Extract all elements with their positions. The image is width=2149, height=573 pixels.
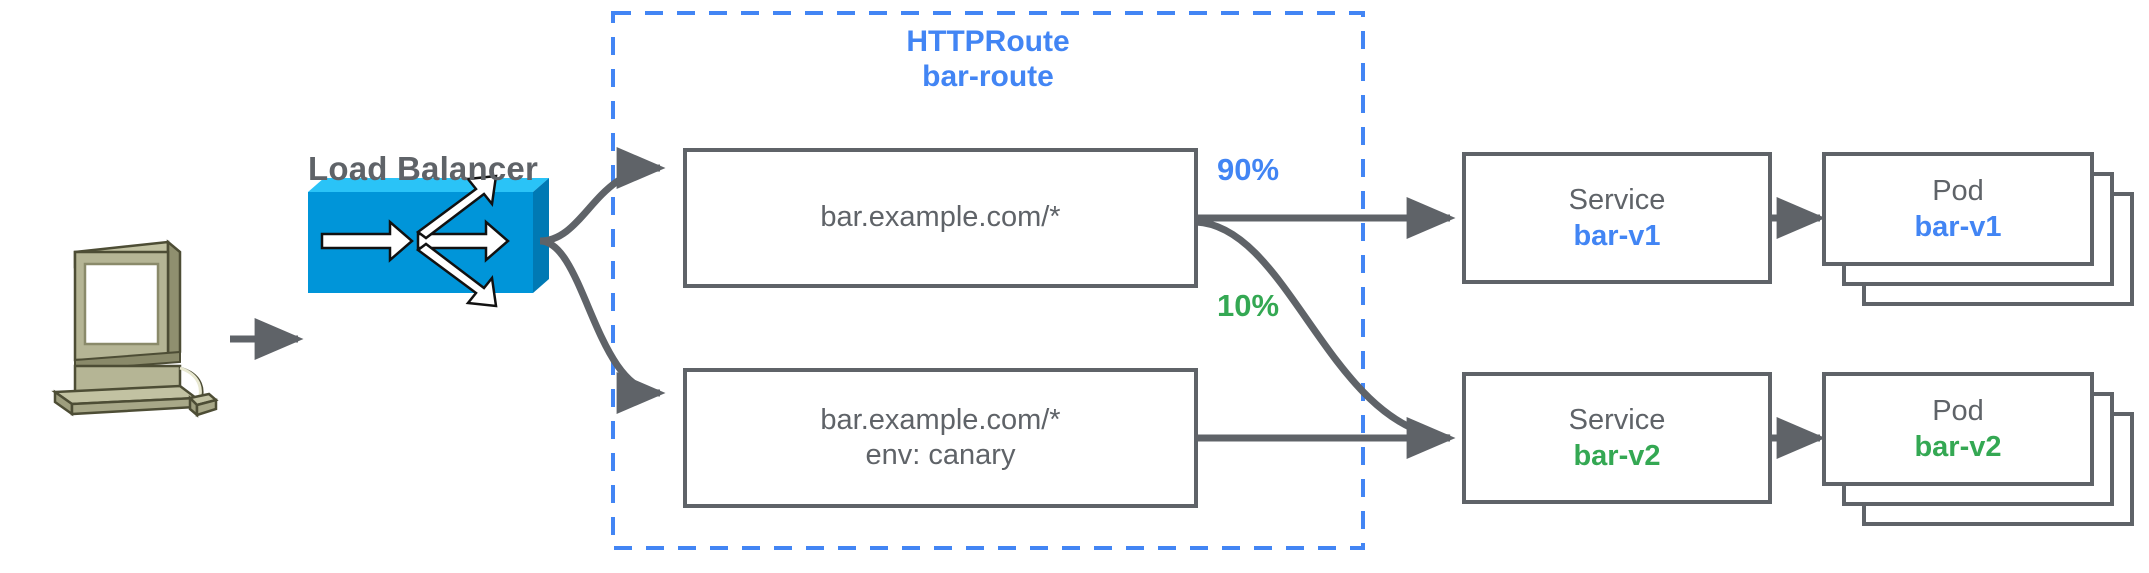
pod-stack-bar-v2: Pod bar-v2 bbox=[1822, 372, 2142, 526]
rule-box-canary[interactable]: bar.example.com/* env: canary bbox=[683, 368, 1198, 508]
rule-canary-match: bar.example.com/* bbox=[820, 403, 1061, 436]
service-bar-v2-label: Service bar-v2 bbox=[1569, 402, 1666, 475]
connector-rule-to-service-v2-weighted bbox=[1195, 218, 1451, 442]
service-bar-v2-kind: Service bbox=[1568, 403, 1666, 436]
rule-primary-match: bar.example.com/* bbox=[820, 201, 1061, 234]
pod-bar-v1-label: Pod bar-v1 bbox=[1914, 173, 2001, 246]
service-bar-v1-kind: Service bbox=[1568, 183, 1666, 216]
pod-bar-v2-label: Pod bar-v2 bbox=[1914, 393, 2001, 466]
pod-bar-v1-kind: Pod bbox=[1932, 174, 1984, 207]
rule-canary-extra: env: canary bbox=[865, 439, 1016, 471]
pod-card-bar-v2[interactable]: Pod bar-v2 bbox=[1822, 372, 2094, 486]
weight-label-10: 10% bbox=[1217, 288, 1280, 323]
rule-canary-label: bar.example.com/* env: canary bbox=[820, 403, 1060, 474]
httproute-kind: HTTPRoute bbox=[906, 25, 1070, 58]
load-balancer-title: Load Balancer bbox=[307, 150, 538, 187]
pod-bar-v2-kind: Pod bbox=[1932, 394, 1984, 427]
weight-label-90: 90% bbox=[1217, 152, 1280, 187]
httproute-group-label: HTTPRoute bar-route bbox=[763, 25, 1213, 95]
pod-stack-bar-v1: Pod bar-v1 bbox=[1822, 152, 2142, 306]
desktop-computer-icon bbox=[51, 239, 219, 418]
service-box-bar-v1[interactable]: Service bar-v1 bbox=[1462, 152, 1772, 284]
service-bar-v2-name: bar-v2 bbox=[1573, 440, 1661, 472]
connector-lb-to-rule-primary bbox=[539, 147, 666, 245]
pod-bar-v2-name: bar-v2 bbox=[1914, 431, 2002, 463]
connector-lb-to-rule-canary bbox=[539, 237, 666, 414]
pod-card-bar-v1[interactable]: Pod bar-v1 bbox=[1822, 152, 2094, 266]
service-box-bar-v2[interactable]: Service bar-v2 bbox=[1462, 372, 1772, 504]
service-bar-v1-name: bar-v1 bbox=[1573, 220, 1661, 252]
service-bar-v1-label: Service bar-v1 bbox=[1569, 182, 1666, 255]
load-balancer-icon bbox=[308, 174, 549, 308]
httproute-name: bar-route bbox=[922, 59, 1054, 93]
pod-bar-v1-name: bar-v1 bbox=[1914, 211, 2002, 243]
rule-box-primary[interactable]: bar.example.com/* bbox=[683, 148, 1198, 288]
rule-primary-label: bar.example.com/* bbox=[820, 200, 1060, 235]
